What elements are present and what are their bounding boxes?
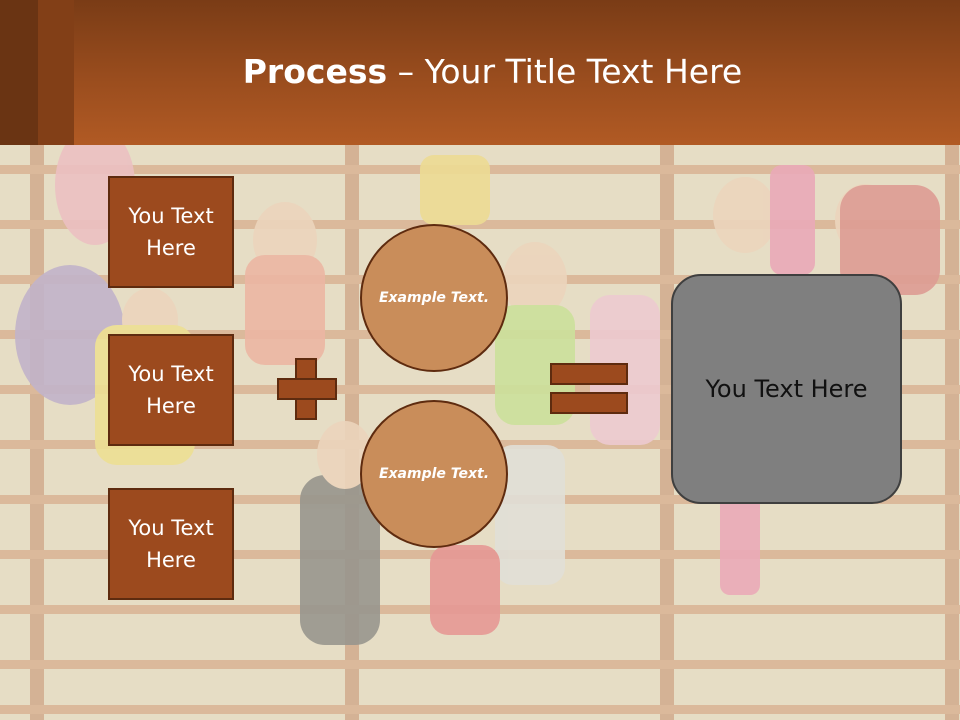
slide-title: Process – Your Title Text Here [0, 52, 960, 91]
header-accent-bar [38, 0, 74, 145]
title-bold: Process [242, 52, 388, 91]
left-text-box-1: You Text Here [108, 176, 234, 288]
left-text-box-2: You Text Here [108, 334, 234, 446]
example-circle-1: Example Text. [360, 224, 508, 372]
result-box: You Text Here [671, 274, 902, 504]
equals-icon-bar-top [550, 363, 628, 385]
left-text-box-3: You Text Here [108, 488, 234, 600]
slide-header: Process – Your Title Text Here [0, 0, 960, 145]
title-rest: – Your Title Text Here [387, 52, 743, 91]
plus-icon-horizontal [277, 378, 337, 400]
equals-icon-bar-bottom [550, 392, 628, 414]
example-circle-2: Example Text. [360, 400, 508, 548]
header-accent-bar [0, 0, 38, 145]
